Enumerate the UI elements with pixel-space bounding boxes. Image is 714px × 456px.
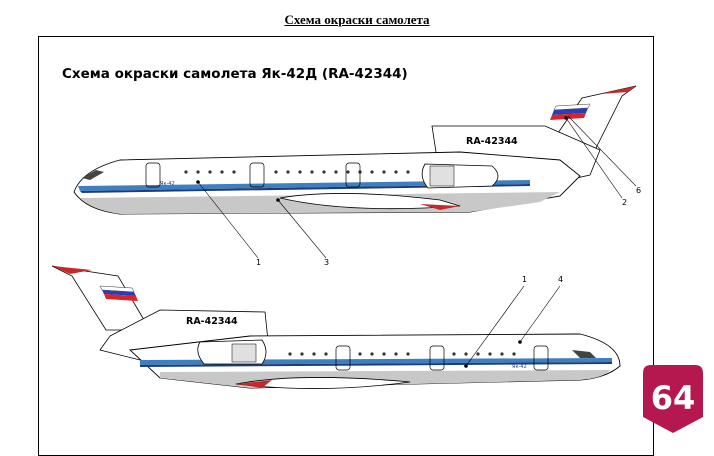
page-number-badge: 64 [643,365,703,433]
scheme-title: Схема окраски самолета Як-42Д (RA-42344) [62,66,408,82]
bottom-callout-lines [465,285,561,367]
bottom-callout-1: 1 [522,275,527,284]
top-callout-3: 3 [324,258,329,267]
bottom-door-rear [335,345,351,371]
top-windshield [82,170,104,180]
top-registration: RA-42344 [466,136,518,147]
bottom-registration: RA-42344 [186,316,238,327]
bottom-tail-flag [99,285,138,301]
page-heading: Схема окраски самолета [284,12,430,27]
bottom-wing-tip [236,380,272,388]
top-callout-lines [197,115,637,259]
top-callout-1: 1 [256,258,261,267]
bottom-windshield [572,350,596,358]
top-callout-2: 2 [622,198,627,207]
top-door-front [145,162,161,188]
bottom-windows [288,352,516,356]
bottom-nose-marking: Як-42 [512,364,527,370]
bottom-wing [235,377,411,389]
bottom-stripe-dark [140,362,612,367]
badge-text: 64 [651,379,696,417]
aircraft-top: Як-42 RA-42344 1 2 3 6 [73,85,641,267]
bottom-callout-4: 4 [558,275,563,284]
bottom-tail-tip [52,266,92,274]
bottom-door-mid [429,345,445,371]
top-stripe-blue [78,180,530,191]
top-stripe-dark [80,184,530,193]
bottom-door-front [533,345,549,371]
top-windows [184,170,410,174]
top-callout-6: 6 [636,186,641,195]
bottom-tail-fin [51,265,151,331]
top-tail-tip [600,86,636,94]
top-nose-marking: Як-42 [160,181,175,187]
top-wing-tip [420,204,460,210]
top-door-mid [249,162,265,188]
aircraft-drawing: Схема окраски самолета Як-42Д (RA-42344) [51,66,641,389]
top-door-rear [345,162,361,188]
top-tail-flag [550,103,591,120]
aircraft-bottom: Як-42 RA-42344 1 4 [51,265,621,389]
